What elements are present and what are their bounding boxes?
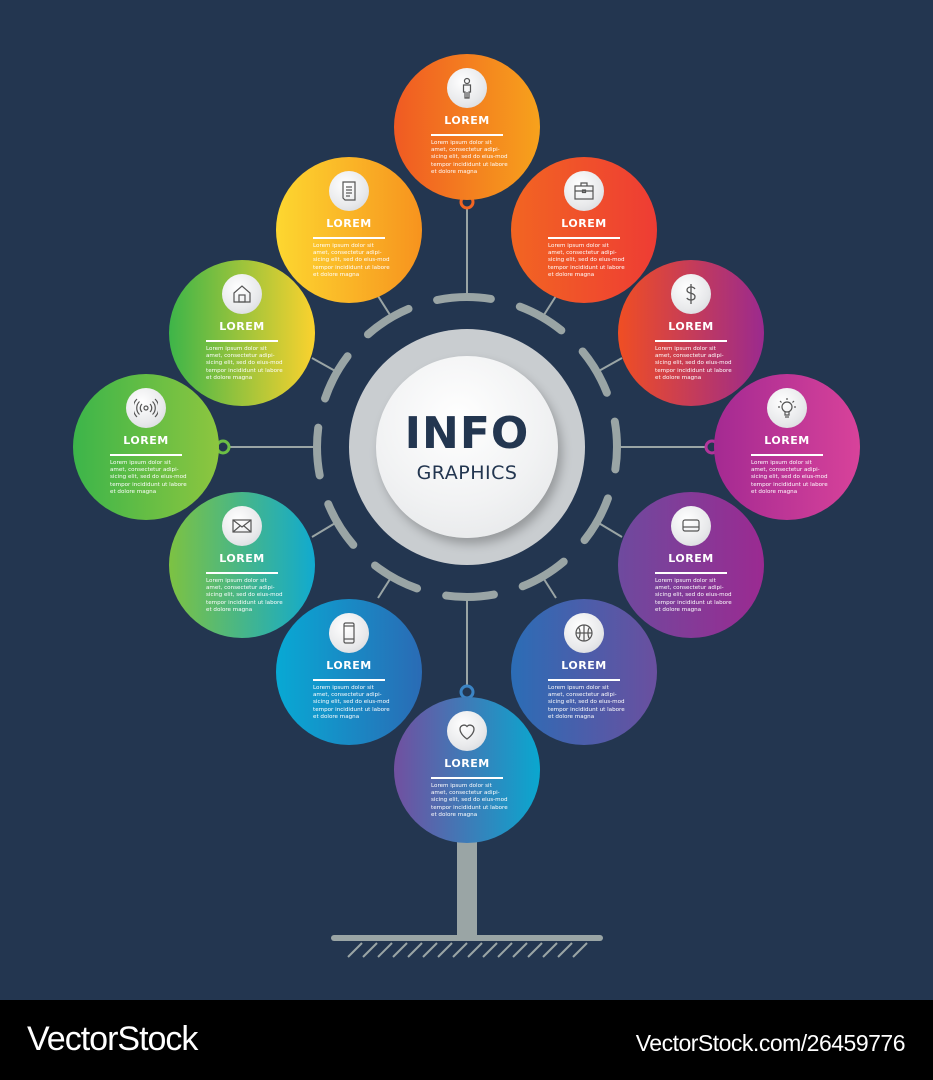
divider xyxy=(655,340,727,342)
divider xyxy=(655,572,727,574)
hub-subtitle: GRAPHICS xyxy=(416,462,518,484)
node-title: LOREM xyxy=(444,757,490,770)
node-title: LOREM xyxy=(219,552,265,565)
divider xyxy=(548,237,620,239)
node-text: Lorem ipsum dolor sit amet, consectetur … xyxy=(751,460,828,495)
signal-icon xyxy=(126,388,166,428)
node-title: LOREM xyxy=(123,434,169,447)
heart-icon xyxy=(447,711,487,751)
infographic-canvas: INFO GRAPHICS LOREM Lorem ipsum dolor si… xyxy=(73,54,860,958)
image-url: VectorStock.com/26459776 xyxy=(635,1030,906,1056)
person-icon xyxy=(447,68,487,108)
node-bottom: LOREM Lorem ipsum dolor sit amet, consec… xyxy=(394,697,540,843)
node-upper-right-2: LOREM Lorem ipsum dolor sit amet, consec… xyxy=(618,260,764,406)
node-text: Lorem ipsum dolor sit amet, consectetur … xyxy=(206,346,283,381)
basketball-icon xyxy=(564,613,604,653)
divider xyxy=(431,777,503,779)
node-text: Lorem ipsum dolor sit amet, consectetur … xyxy=(110,460,187,495)
node-left: LOREM Lorem ipsum dolor sit amet, consec… xyxy=(73,374,219,520)
node-title: LOREM xyxy=(764,434,810,447)
connector-graphics xyxy=(215,194,720,958)
trunk xyxy=(457,838,477,938)
house-icon xyxy=(222,274,262,314)
divider xyxy=(548,679,620,681)
node-text: Lorem ipsum dolor sit amet, consectetur … xyxy=(313,243,390,278)
hub-disc xyxy=(376,356,558,538)
divider xyxy=(313,679,385,681)
node-title: LOREM xyxy=(561,217,607,230)
laptop-icon xyxy=(671,506,711,546)
node-top: LOREM Lorem ipsum dolor sit amet, consec… xyxy=(394,54,540,200)
node-lower-left-1: LOREM Lorem ipsum dolor sit amet, consec… xyxy=(276,599,422,745)
node-title: LOREM xyxy=(219,320,265,333)
node-text: Lorem ipsum dolor sit amet, consectetur … xyxy=(655,346,732,381)
ground-line xyxy=(331,935,603,941)
node-title: LOREM xyxy=(668,552,714,565)
node-text: Lorem ipsum dolor sit amet, consectetur … xyxy=(548,685,625,720)
divider xyxy=(431,134,503,136)
divider xyxy=(206,340,278,342)
document-icon xyxy=(329,171,369,211)
node-title: LOREM xyxy=(326,217,372,230)
node-lower-left-2: LOREM Lorem ipsum dolor sit amet, consec… xyxy=(169,492,315,638)
node-text: Lorem ipsum dolor sit amet, consectetur … xyxy=(206,578,283,613)
node-text: Lorem ipsum dolor sit amet, consectetur … xyxy=(313,685,390,720)
node-upper-right-1: LOREM Lorem ipsum dolor sit amet, consec… xyxy=(511,157,657,303)
divider xyxy=(313,237,385,239)
node-lower-right-2: LOREM Lorem ipsum dolor sit amet, consec… xyxy=(618,492,764,638)
lightbulb-icon xyxy=(767,388,807,428)
divider xyxy=(751,454,823,456)
ground-hatching xyxy=(347,942,588,958)
node-lower-right-1: LOREM Lorem ipsum dolor sit amet, consec… xyxy=(511,599,657,745)
hub-title: INFO xyxy=(404,408,530,459)
divider xyxy=(110,454,182,456)
dashed-ring xyxy=(313,293,621,601)
watermark-footer: VectorStock VectorStock.com/26459776 xyxy=(0,1000,933,1080)
node-text: Lorem ipsum dolor sit amet, consectetur … xyxy=(655,578,732,613)
node-title: LOREM xyxy=(668,320,714,333)
divider xyxy=(206,572,278,574)
envelope-icon xyxy=(222,506,262,546)
smartphone-icon xyxy=(329,613,369,653)
node-title: LOREM xyxy=(561,659,607,672)
node-text: Lorem ipsum dolor sit amet, consectetur … xyxy=(431,783,508,818)
brand-logo: VectorStock xyxy=(27,1020,198,1058)
node-text: Lorem ipsum dolor sit amet, consectetur … xyxy=(431,140,508,175)
node-title: LOREM xyxy=(326,659,372,672)
node-upper-left-2: LOREM Lorem ipsum dolor sit amet, consec… xyxy=(169,260,315,406)
node-right: LOREM Lorem ipsum dolor sit amet, consec… xyxy=(714,374,860,520)
node-upper-left-1: LOREM Lorem ipsum dolor sit amet, consec… xyxy=(276,157,422,303)
dollar-icon xyxy=(671,274,711,314)
briefcase-icon xyxy=(564,171,604,211)
node-title: LOREM xyxy=(444,114,490,127)
node-text: Lorem ipsum dolor sit amet, consectetur … xyxy=(548,243,625,278)
connector-lines xyxy=(220,200,714,697)
